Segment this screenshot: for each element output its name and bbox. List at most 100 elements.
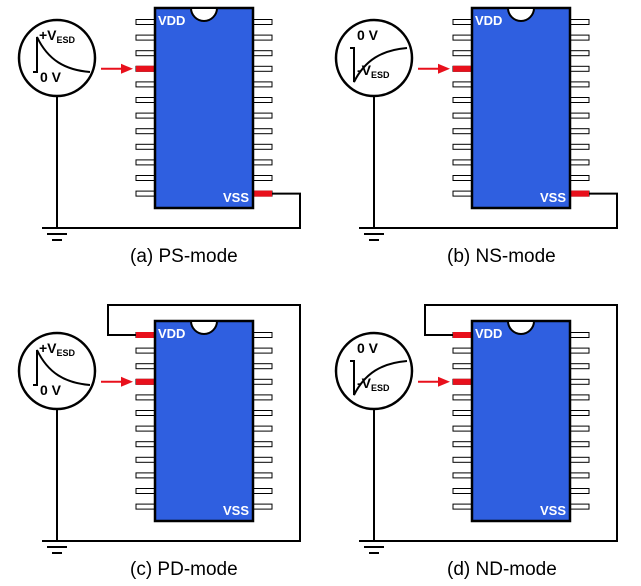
vdd-label: VDD	[158, 326, 185, 341]
right-pin	[252, 363, 273, 370]
chip-notch	[506, 320, 536, 335]
left-pin	[135, 112, 156, 119]
positive-pulse-waveform	[33, 349, 91, 386]
stress-arrow-head	[438, 376, 450, 387]
right-pin	[252, 410, 273, 416]
vdd-pin-active	[136, 332, 155, 338]
left-pin	[452, 190, 473, 197]
left-pin	[135, 472, 156, 479]
left-pin	[452, 97, 473, 103]
right-pin	[569, 394, 590, 401]
right-pin	[252, 394, 273, 401]
positive-pulse-waveform	[33, 36, 91, 73]
right-pin	[252, 65, 273, 72]
source-bottom-label: 0 V	[40, 69, 62, 85]
right-pin	[252, 34, 273, 41]
left-pin	[135, 503, 156, 510]
left-pin	[452, 175, 473, 181]
left-pin	[135, 190, 156, 197]
left-pin	[135, 50, 156, 57]
left-pin	[135, 34, 156, 41]
right-pin	[252, 81, 273, 88]
vdd-label: VDD	[158, 13, 185, 28]
right-pin	[252, 19, 273, 25]
source-top-subscript: ESD	[57, 35, 76, 45]
left-pin	[452, 472, 473, 479]
vss-pin-active	[570, 190, 589, 197]
right-pin	[252, 143, 273, 150]
vss-pin-active	[253, 190, 272, 197]
vss-label: VSS	[540, 503, 566, 518]
left-pin	[135, 19, 156, 25]
right-pin	[569, 347, 590, 354]
left-pin	[452, 410, 473, 416]
left-pin	[452, 503, 473, 510]
left-pin	[452, 394, 473, 401]
stressed-io-pin	[453, 378, 472, 385]
chip-notch	[506, 7, 536, 22]
left-pin	[452, 50, 473, 57]
right-pin	[252, 175, 273, 181]
right-pin	[569, 425, 590, 432]
ic-chip-body	[470, 319, 572, 523]
right-pin	[569, 159, 590, 166]
left-pin	[452, 159, 473, 166]
left-pin	[452, 441, 473, 448]
left-pin	[452, 34, 473, 41]
right-pin	[569, 332, 590, 338]
vss-label: VSS	[223, 503, 249, 518]
left-pin	[135, 347, 156, 354]
right-pin	[569, 175, 590, 181]
source-top-subscript: ESD	[57, 348, 76, 358]
stress-arrow-head	[121, 63, 133, 74]
right-pin	[252, 332, 273, 338]
panel-caption: (a) PS-mode	[130, 246, 238, 267]
right-pin	[252, 159, 273, 166]
right-pin	[252, 456, 273, 463]
chip-notch	[189, 7, 219, 22]
source-top-label: 0 V	[357, 340, 379, 356]
left-pin	[135, 488, 156, 494]
left-pin	[452, 112, 473, 119]
right-pin	[569, 488, 590, 494]
vss-label: VSS	[223, 190, 249, 205]
panel-caption: (d) ND-mode	[447, 559, 557, 580]
right-pin	[252, 503, 273, 510]
right-pin	[569, 503, 590, 510]
left-pin	[452, 488, 473, 494]
right-pin	[252, 97, 273, 103]
vdd-label: VDD	[475, 13, 502, 28]
right-pin	[569, 456, 590, 463]
stress-arrow-head	[121, 376, 133, 387]
right-pin	[252, 128, 273, 135]
left-pin	[452, 425, 473, 432]
vdd-return-wire	[374, 304, 618, 542]
vdd-label: VDD	[475, 326, 502, 341]
vdd-return-wire	[57, 304, 301, 542]
vss-label: VSS	[540, 190, 566, 205]
left-pin	[452, 19, 473, 25]
right-pin	[569, 97, 590, 103]
left-pin	[452, 143, 473, 150]
left-pin	[135, 456, 156, 463]
source-bottom-subscript: ESD	[371, 383, 390, 393]
panel-caption: (b) NS-mode	[447, 246, 556, 267]
left-pin	[135, 394, 156, 401]
right-pin	[569, 363, 590, 370]
right-pin	[252, 488, 273, 494]
left-pin	[135, 410, 156, 416]
left-pin	[135, 143, 156, 150]
right-pin	[252, 50, 273, 57]
right-pin	[569, 81, 590, 88]
source-top-label: 0 V	[357, 27, 379, 43]
panel-caption: (c) PD-mode	[130, 559, 238, 580]
left-pin	[452, 128, 473, 135]
vdd-pin-active	[453, 332, 472, 338]
stress-arrow-head	[438, 63, 450, 74]
right-pin	[569, 65, 590, 72]
